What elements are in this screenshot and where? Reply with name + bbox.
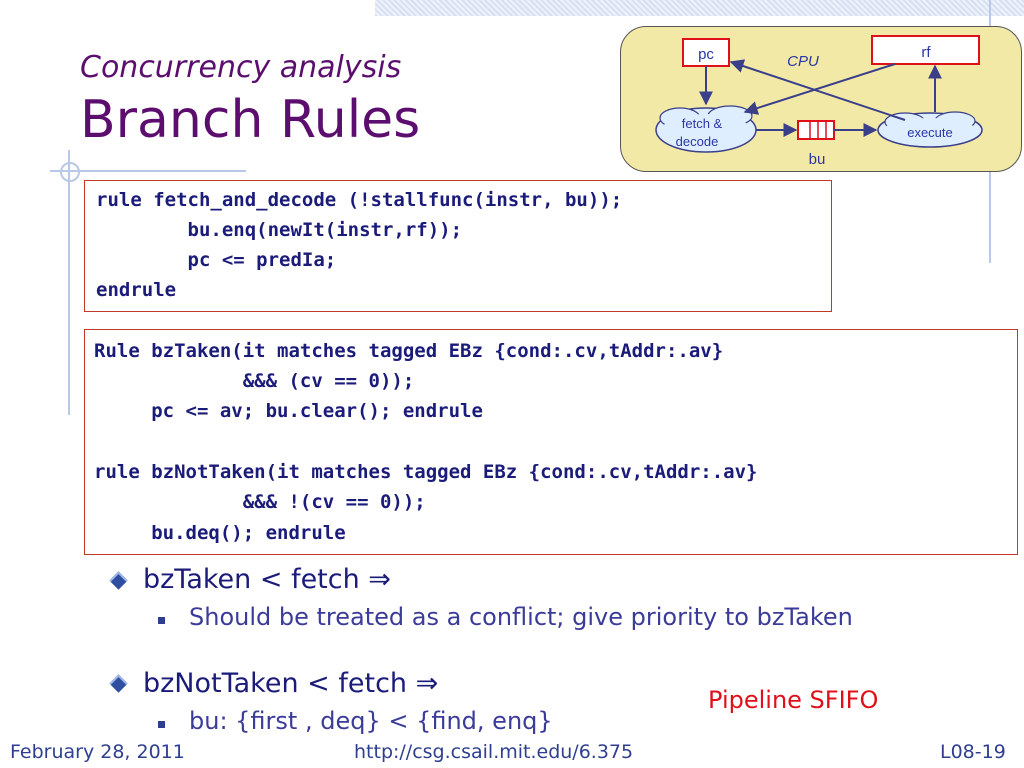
slide-title: Branch Rules [80, 90, 421, 150]
square-bullet-icon [158, 721, 165, 728]
bu-fifo-icon [797, 120, 835, 140]
square-bullet-icon [158, 617, 165, 624]
sub-bullet-conflict: Should be treated as a conflict; give pr… [189, 603, 853, 631]
top-pattern-bar [375, 0, 1024, 16]
code-line: pc <= av; bu.clear(); endrule [94, 400, 483, 422]
pipeline-sfifo-note: Pipeline SFIFO [708, 686, 879, 714]
sub-bullet-bu-ordering: bu: {first , deq} < {find, enq} [189, 707, 553, 735]
code-line: endrule [96, 279, 177, 301]
arrow-rf-to-fetch [743, 63, 896, 115]
diamond-bullet-icon [109, 571, 128, 590]
rf-label: rf [921, 44, 931, 61]
footer-date: February 28, 2011 [10, 741, 185, 763]
code-line: &&& (cv == 0)); [94, 370, 415, 392]
bullet-bznottaken: bzNotTaken < fetch ⇒ [143, 668, 439, 699]
code-box-branch-rules: Rule bzTaken(it matches tagged EBz {cond… [84, 329, 1018, 555]
footer-url[interactable]: http://csg.csail.mit.edu/6.375 [354, 741, 634, 763]
crosshair-circle [60, 162, 80, 182]
code-line: bu.deq(); endrule [94, 522, 346, 544]
footer-page-number: L08-19 [940, 741, 1006, 763]
code-line: rule bzNotTaken(it matches tagged EBz {c… [94, 461, 758, 483]
slide-subtitle: Concurrency analysis [80, 50, 402, 85]
fetch-decode-cloud [655, 105, 757, 153]
left-vertical-rule [68, 150, 70, 415]
code-line: rule fetch_and_decode (!stallfunc(instr,… [96, 189, 623, 211]
bu-label: bu [809, 151, 826, 168]
diamond-bullet-icon [109, 674, 128, 693]
code-line: Rule bzTaken(it matches tagged EBz {cond… [94, 340, 724, 362]
rf-register [871, 35, 980, 65]
pc-label: pc [698, 46, 714, 63]
code-line: pc <= predIa; [96, 249, 337, 271]
left-horizontal-rule [50, 170, 246, 172]
code-box-fetch-decode: rule fetch_and_decode (!stallfunc(instr,… [84, 180, 832, 312]
bullet-bztaken: bzTaken < fetch ⇒ [143, 564, 391, 595]
cpu-diagram-drawing: pc rf CPU fetch & decode execute bu [655, 35, 983, 168]
execute-label: execute [907, 125, 953, 140]
code-line: bu.enq(newIt(instr,rf)); [96, 219, 463, 241]
cpu-label: CPU [787, 53, 819, 70]
fetch-decode-label-1: fetch & [682, 116, 723, 131]
arrow-execute-to-pc [729, 59, 906, 121]
fetch-decode-label-2: decode [676, 134, 719, 149]
code-line: &&& !(cv == 0)); [94, 491, 426, 513]
